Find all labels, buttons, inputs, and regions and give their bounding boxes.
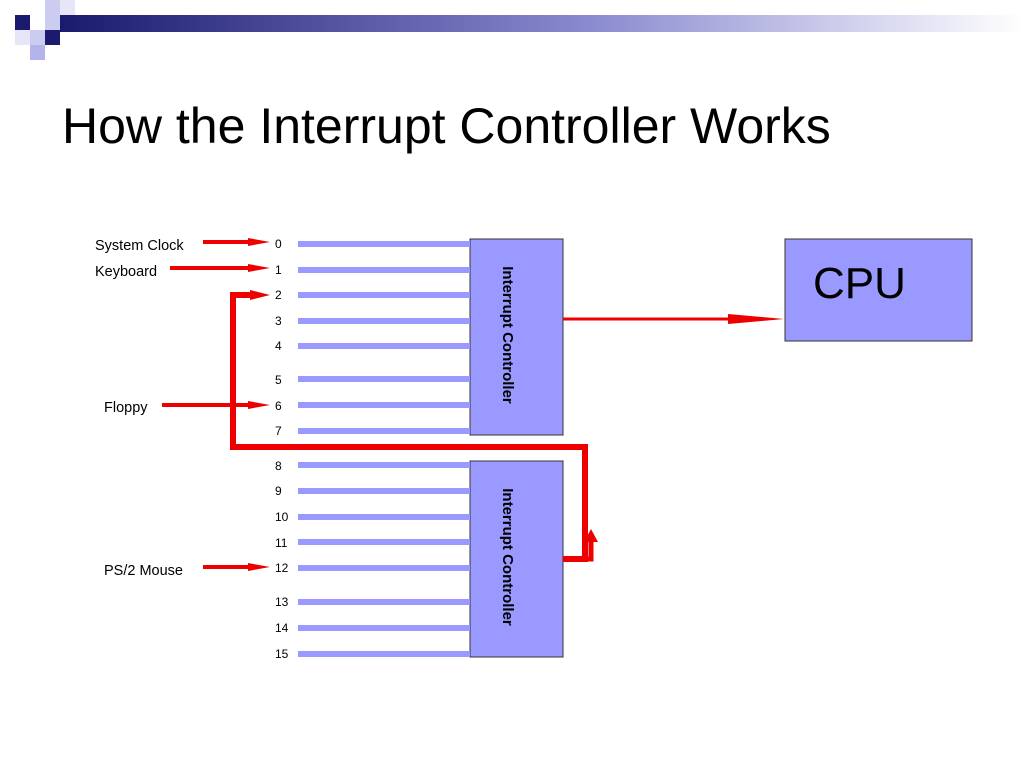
- irq-line-6: [298, 402, 470, 408]
- slave-controller-label: Interrupt Controller: [499, 488, 516, 626]
- floppy-arrow: [162, 401, 270, 409]
- irq-number-6: 6: [275, 399, 282, 413]
- irq-number-0: 0: [275, 237, 282, 251]
- system-clock-arrow: [203, 238, 270, 246]
- irq-number-14: 14: [275, 621, 289, 635]
- slave-controller-box: [469, 460, 564, 658]
- cpu-box: [784, 238, 973, 342]
- slave-output-arrow: [563, 529, 598, 562]
- irq-line-14: [298, 625, 470, 631]
- irq-line-9: [298, 488, 470, 494]
- irq-line-5: [298, 376, 470, 382]
- irq-line-10: [298, 514, 470, 520]
- floppy-label: Floppy: [104, 400, 148, 416]
- irq-number-4: 4: [275, 339, 282, 353]
- irq-number-2: 2: [275, 288, 282, 302]
- irq-line-12: [298, 565, 470, 571]
- controller-to-cpu-arrow: [563, 314, 784, 324]
- irq-number-15: 15: [275, 647, 289, 661]
- irq-line-2: [298, 292, 470, 298]
- irq-line-13: [298, 599, 470, 605]
- irq-number-1: 1: [275, 263, 282, 277]
- cpu-label: CPU: [813, 259, 906, 308]
- irq-line-11: [298, 539, 470, 545]
- irq-number-3: 3: [275, 314, 282, 328]
- irq-number-8: 8: [275, 459, 282, 473]
- irq-line-15: [298, 651, 470, 657]
- irq-number-11: 11: [275, 536, 288, 550]
- irq-number-9: 9: [275, 484, 282, 498]
- irq-line-3: [298, 318, 470, 324]
- irq-number-7: 7: [275, 424, 282, 438]
- irq-line-4: [298, 343, 470, 349]
- irq-number-5: 5: [275, 373, 282, 387]
- master-controller-label: Interrupt Controller: [499, 266, 516, 404]
- ps2-mouse-arrow: [203, 563, 270, 571]
- irq-line-1: [298, 267, 470, 273]
- slide-title: How the Interrupt Controller Works: [62, 98, 831, 154]
- irq-number-10: 10: [275, 510, 289, 524]
- irq-number-12: 12: [275, 561, 289, 575]
- irq-line-8: [298, 462, 470, 468]
- irq-number-13: 13: [275, 595, 289, 609]
- slide-logo-icon: [15, 0, 1024, 60]
- master-controller-box: [469, 238, 564, 436]
- irq-line-0: [298, 241, 470, 247]
- ps2-mouse-label: PS/2 Mouse: [104, 563, 183, 579]
- irq-line-7: [298, 428, 470, 434]
- keyboard-arrow: [170, 264, 270, 272]
- system-clock-label: System Clock: [95, 238, 184, 254]
- keyboard-label: Keyboard: [95, 264, 158, 280]
